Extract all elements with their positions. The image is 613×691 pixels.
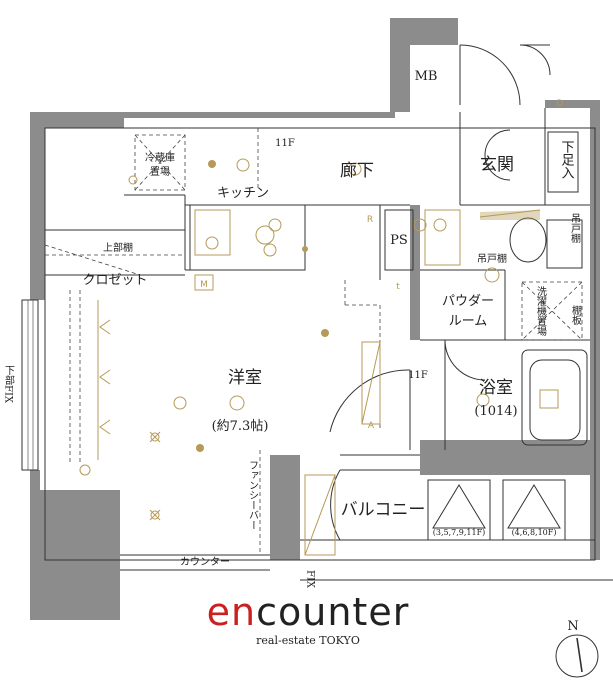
label-mb: MB [415,69,438,84]
logo-rest: counter [256,590,410,634]
label-kitchen: キッチン [217,186,269,201]
compass-north-label: N [567,619,578,634]
label-western-room-size: (約7.3帖) [212,419,269,434]
label-outdoor-unit-right: (4,6,8,10F) [512,528,557,537]
label-washer-place: 洗濯機置場 [535,286,547,337]
label-shoe-box: 下足入 [559,140,575,179]
label-fridge-2: 置場 [150,165,170,178]
fixture-labels: 冷蔵庫 置場 吊戸棚 吊戸棚 下足入 洗濯機置場 棚板 ファンシーバー (3,5… [3,99,582,589]
label-balcony: バルコニー [341,500,426,520]
doors [329,44,551,541]
mark-r: R [367,215,373,225]
label-shelf: 棚板 [570,304,582,326]
left-window [21,299,39,471]
label-floor-note-kitchen: 11F [275,138,295,149]
dashed-lines [44,128,583,555]
label-powder-room-1: パウダー [442,294,494,309]
label-bathroom-size: (1014) [474,404,517,419]
brand-logo: encounter real-estate TOKYO [178,592,438,647]
label-counter: カウンター [180,556,230,568]
label-entrance: 玄関 [480,155,514,175]
label-hanging-cabinet: 吊戸棚 [477,252,507,265]
mark-d: D [557,99,564,109]
room-labels: 洋室 (約7.3帖) キッチン 廊下 玄関 クロゼット 上部棚 パウダー ルーム… [82,69,517,568]
powder-fixtures [424,209,583,283]
label-floor-note-room: 11F [408,370,428,381]
label-upper-shelf: 上部棚 [103,241,133,254]
label-corridor: 廊下 [340,161,374,181]
label-western-room: 洋室 [228,368,262,388]
label-fan-heater: ファンシーバー [247,460,259,530]
label-outdoor-unit-left: (3,5,7,9,11F) [433,528,486,537]
label-hanging-shelf: 吊戸棚 [569,213,581,244]
label-powder-room-2: ルーム [449,314,488,329]
mark-m: M [200,280,208,290]
misc-outlines [304,131,579,556]
label-closet: クロゼット [82,273,147,288]
bathtub [521,349,588,446]
label-fix-bottom: FIX [305,570,316,589]
compass [555,634,599,678]
electrical-marks [79,158,490,521]
outer-walls [30,18,600,620]
mark-t: t [396,282,400,292]
kitchen-fixtures [189,204,306,291]
interior-walls [44,108,613,581]
logo-tagline: real-estate TOKYO [256,634,360,647]
mark-a: A [368,421,375,431]
logo-wordmark: encounter [178,592,438,632]
outdoor-units [427,479,566,541]
label-fix-left: 下部FIX [3,365,15,404]
closet-marks [97,300,111,460]
label-bathroom: 浴室 [479,378,513,398]
label-fridge-1: 冷蔵庫 [145,151,175,164]
label-ps: PS [390,233,408,248]
logo-en: en [206,590,257,634]
